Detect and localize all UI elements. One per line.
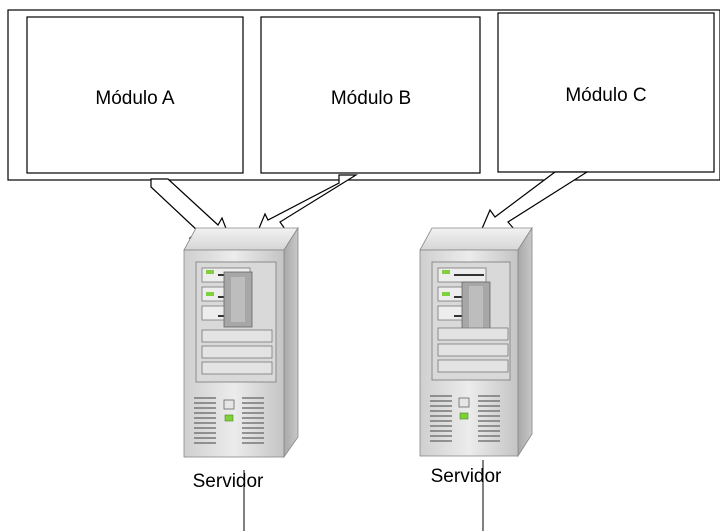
module-a: Módulo A (26, 16, 244, 174)
server-2-label: Servidor (431, 466, 502, 487)
module-a-box (26, 16, 244, 174)
module-c: Módulo C (497, 12, 715, 173)
module-b-box (260, 16, 481, 174)
server-1: Servidor (183, 226, 299, 492)
module-c-box (497, 12, 715, 173)
module-a-label: Módulo A (95, 88, 175, 109)
module-b: Módulo B (260, 16, 481, 174)
module-c-label: Módulo C (565, 85, 646, 106)
server-1-label: Servidor (193, 471, 264, 492)
module-b-label: Módulo B (331, 88, 411, 109)
server-tower-icon (183, 226, 299, 459)
server-tower-icon (419, 226, 533, 458)
server-2: Servidor (419, 226, 533, 487)
